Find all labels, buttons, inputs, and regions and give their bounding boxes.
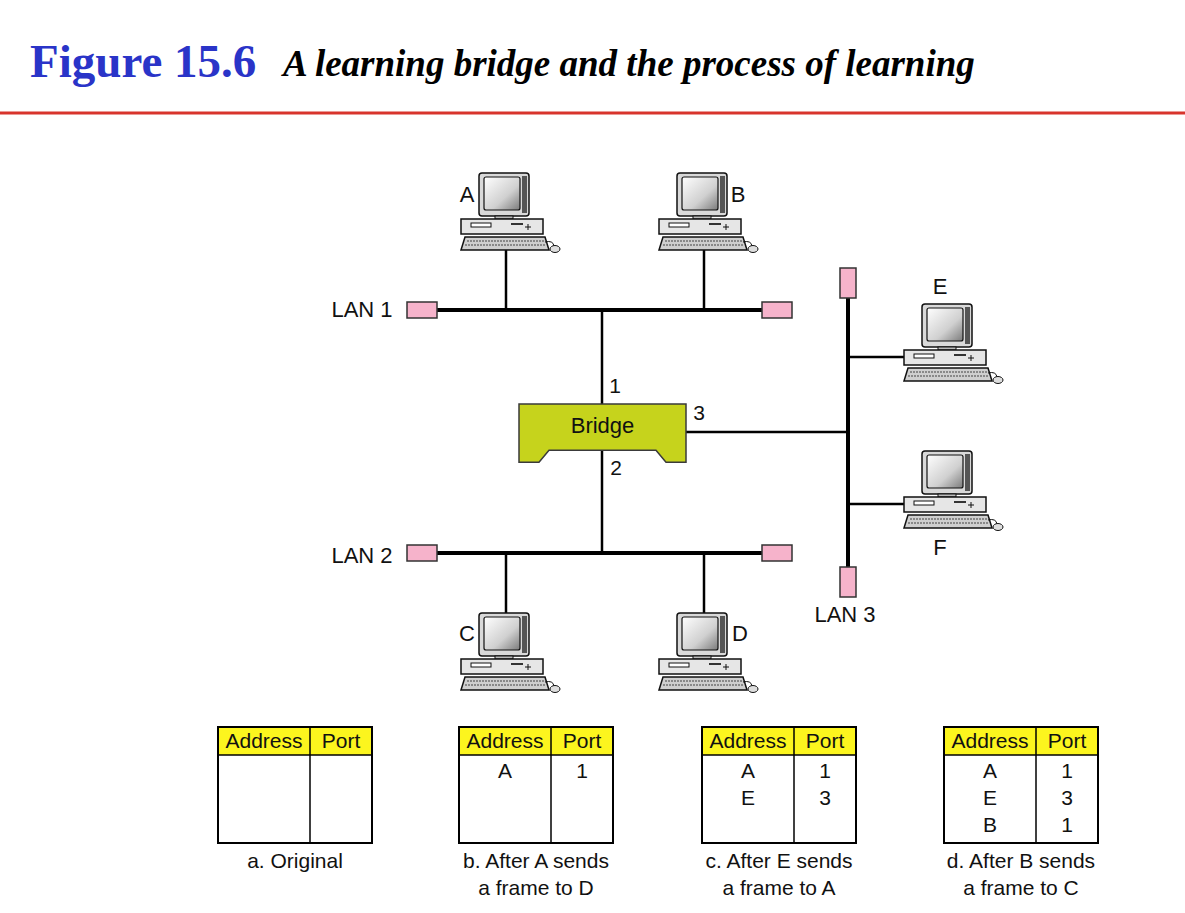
station-wire (703, 553, 706, 614)
table-cell: B (983, 812, 997, 837)
table-cell: 1 (819, 758, 831, 783)
table-header: Address (466, 728, 543, 753)
figure-caption: A learning bridge and the process of lea… (283, 44, 975, 85)
station-label: F (933, 535, 946, 561)
station-wire (848, 356, 905, 359)
station-wire (505, 553, 508, 614)
table-cell: A (498, 758, 512, 783)
port-number: 2 (610, 455, 622, 480)
address-table (459, 727, 613, 843)
lan-label: LAN 3 (814, 602, 875, 628)
lan-label: LAN 2 (331, 543, 392, 569)
table-cell: 3 (1061, 785, 1073, 810)
table-caption: d. After B sends a frame to C (942, 847, 1100, 901)
figure-number: Figure 15.6 (30, 36, 256, 88)
address-table (218, 727, 372, 843)
table-cell: 1 (1061, 758, 1073, 783)
station-label: A (460, 182, 475, 208)
terminator (407, 545, 437, 561)
port-number: 1 (609, 373, 621, 398)
table-cell: E (741, 785, 755, 810)
bridge-port-wire (601, 445, 604, 553)
terminator (840, 268, 856, 298)
address-table (944, 727, 1098, 843)
station-label: E (933, 274, 948, 300)
station-label: D (732, 621, 748, 647)
table-header: Address (951, 728, 1028, 753)
bridge-port-wire (601, 310, 604, 405)
table-header: Address (225, 728, 302, 753)
title-rule (0, 112, 1185, 115)
table-header: Port (1048, 728, 1087, 753)
table-header: Port (322, 728, 361, 753)
terminator (762, 302, 792, 318)
lan-bus (437, 551, 762, 555)
bridge-port-wire (685, 431, 848, 434)
computer-icon (659, 613, 758, 693)
computer-icon (904, 451, 1003, 531)
computer-icon (659, 173, 758, 253)
table-header: Port (806, 728, 845, 753)
terminator (407, 302, 437, 318)
table-caption: a. Original (216, 847, 374, 874)
address-table (702, 727, 856, 843)
port-number: 3 (693, 400, 705, 425)
station-wire (703, 250, 706, 310)
station-wire (505, 250, 508, 310)
table-caption: c. After E sends a frame to A (700, 847, 858, 901)
station-label: C (459, 621, 475, 647)
node-label: Bridge (519, 404, 686, 438)
table-cell: 1 (576, 758, 588, 783)
terminator (840, 567, 856, 597)
terminator (762, 545, 792, 561)
table-cell: 1 (1061, 812, 1073, 837)
computer-icon (461, 613, 560, 693)
table-cell: A (983, 758, 997, 783)
table-cell: E (983, 785, 997, 810)
table-header: Address (709, 728, 786, 753)
station-wire (848, 503, 905, 506)
table-caption: b. After A sends a frame to D (457, 847, 615, 901)
computer-icon (461, 173, 560, 253)
lan-bus (437, 308, 762, 312)
table-header: Port (563, 728, 602, 753)
computer-icon (904, 304, 1003, 384)
lan-label: LAN 1 (331, 297, 392, 323)
bridge-box: Bridge (519, 404, 686, 462)
table-cell: A (741, 758, 755, 783)
station-label: B (731, 182, 746, 208)
table-cell: 3 (819, 785, 831, 810)
